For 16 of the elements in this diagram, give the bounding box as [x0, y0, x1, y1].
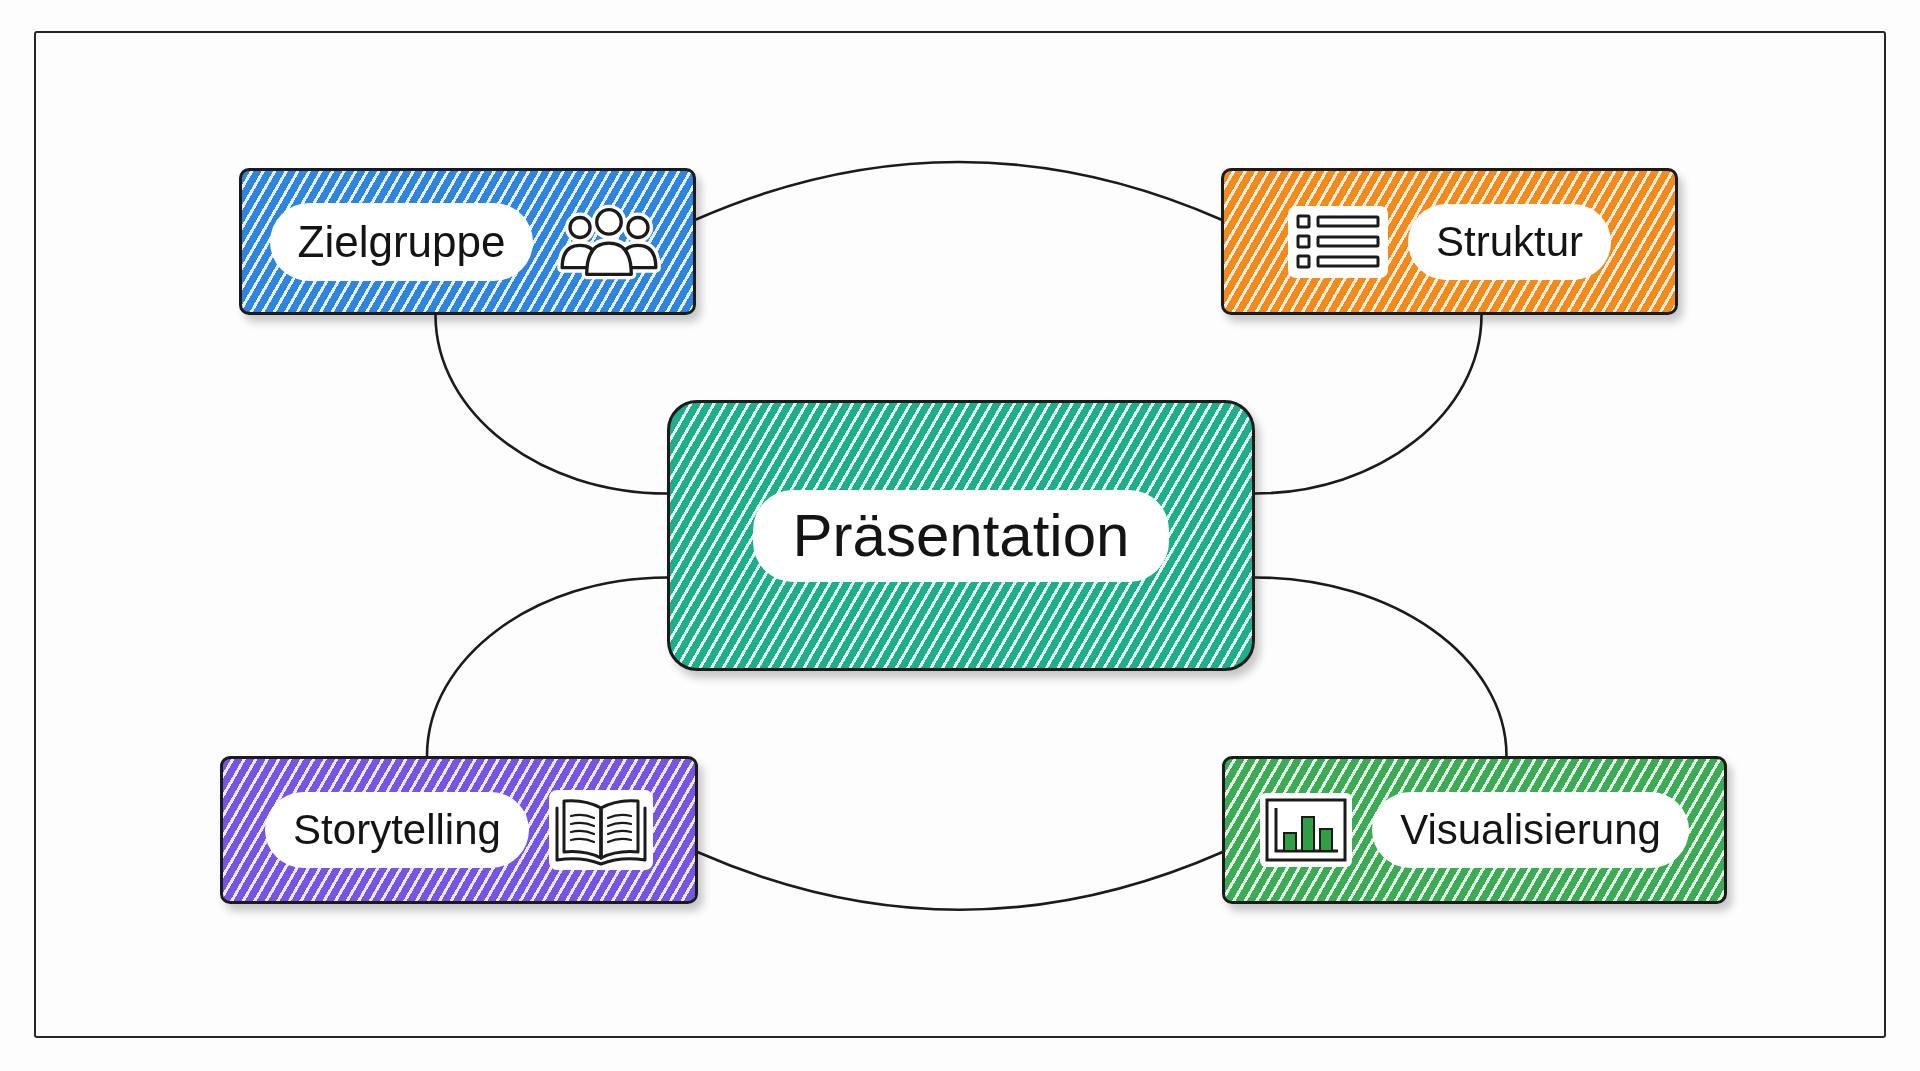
node-label: Storytelling [265, 792, 529, 868]
connector-line [425, 576, 669, 758]
connector-line [1253, 576, 1508, 758]
connector-line [434, 313, 669, 495]
topic-box [239, 168, 696, 315]
node-label: Struktur [1407, 203, 1611, 280]
connector-line [694, 160, 1223, 221]
node-label: Zielgruppe [269, 202, 534, 281]
topic-box [1222, 756, 1727, 904]
node-label: Visualisierung [1372, 792, 1689, 868]
topic-box [667, 400, 1255, 671]
topic-box [1221, 168, 1678, 315]
connector-line [1253, 313, 1483, 495]
topic-box [220, 756, 698, 904]
connector-line [696, 850, 1224, 911]
node-label: Präsentation [752, 489, 1170, 582]
